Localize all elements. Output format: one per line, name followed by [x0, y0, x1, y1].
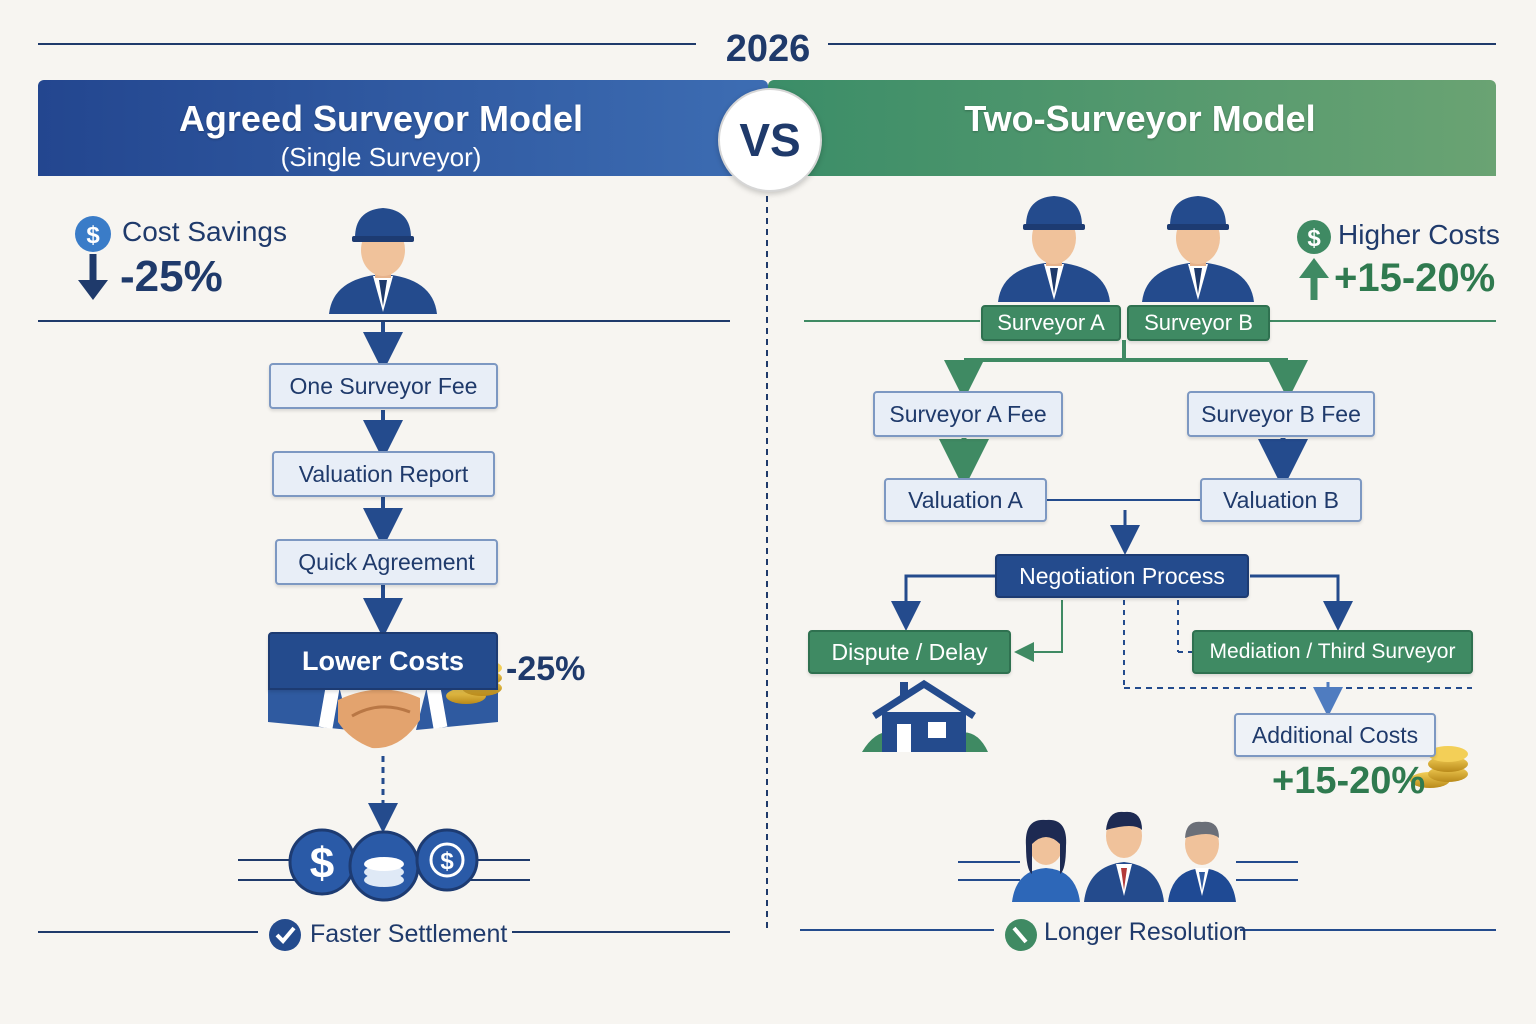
dollar-icon: $: [75, 216, 111, 252]
cost-savings-value: -25%: [120, 252, 223, 301]
surveyor-b-icon: [1142, 196, 1254, 302]
mediation-box: Mediation / Third Surveyor: [1192, 630, 1473, 674]
surveyor-b-tag: Surveyor B: [1127, 305, 1270, 341]
svg-text:$: $: [440, 848, 454, 875]
higher-costs-value: +15-20%: [1334, 256, 1496, 300]
one-surveyor-fee-box: One Surveyor Fee: [269, 363, 498, 409]
valuation-b-box: Valuation B: [1200, 478, 1362, 522]
left-subtitle: (Single Surveyor): [280, 142, 482, 172]
arrow-up-icon: [1299, 258, 1329, 300]
left-banner: Agreed Surveyor Model (Single Surveyor): [38, 80, 768, 176]
surveyor-icon: [329, 208, 437, 314]
arrow-down-icon: [78, 254, 108, 300]
higher-costs-label: Higher Costs: [1338, 219, 1500, 250]
dollar-badge-icon: $: [415, 828, 479, 892]
vs-badge: VS: [718, 88, 822, 192]
coins-right-icon: [1410, 746, 1468, 788]
house-icon: [862, 679, 988, 752]
svg-text:$: $: [310, 839, 334, 888]
surveyor-a-tag: Surveyor A: [981, 305, 1121, 341]
dollar-green-icon: $: [1297, 220, 1331, 254]
right-banner: Two-Surveyor Model: [768, 80, 1496, 176]
valuation-report-box: Valuation Report: [272, 451, 495, 497]
faster-settlement-label: Faster Settlement: [310, 920, 508, 948]
year-label: 2026: [725, 28, 811, 70]
check-icon: [269, 919, 301, 951]
svg-text:$: $: [86, 222, 100, 249]
longer-resolution-label: Longer Resolution: [1044, 918, 1247, 946]
svg-text:$: $: [1307, 225, 1321, 252]
people-icon: [1012, 811, 1236, 902]
negotiation-process-box: Negotiation Process: [995, 554, 1249, 598]
quick-agreement-box: Quick Agreement: [275, 539, 498, 585]
clock-icon: [1005, 919, 1037, 951]
lower-costs-value: -25%: [506, 650, 586, 688]
surveyor-a-icon: [998, 196, 1110, 302]
surveyor-b-fee-box: Surveyor B Fee: [1187, 391, 1375, 437]
valuation-a-box: Valuation A: [884, 478, 1047, 522]
additional-costs-value: +15-20%: [1272, 760, 1426, 802]
surveyor-a-fee-box: Surveyor A Fee: [873, 391, 1063, 437]
right-title: Two-Surveyor Model: [964, 98, 1316, 139]
dispute-delay-box: Dispute / Delay: [808, 630, 1011, 674]
additional-costs-box: Additional Costs: [1234, 713, 1436, 757]
lower-costs-box: Lower Costs: [268, 632, 498, 690]
left-title: Agreed Surveyor Model: [178, 98, 584, 139]
dollar-coin-icon: $: [288, 828, 356, 896]
cost-savings-label: Cost Savings: [122, 216, 287, 247]
coin-stack-icon: [348, 830, 420, 902]
